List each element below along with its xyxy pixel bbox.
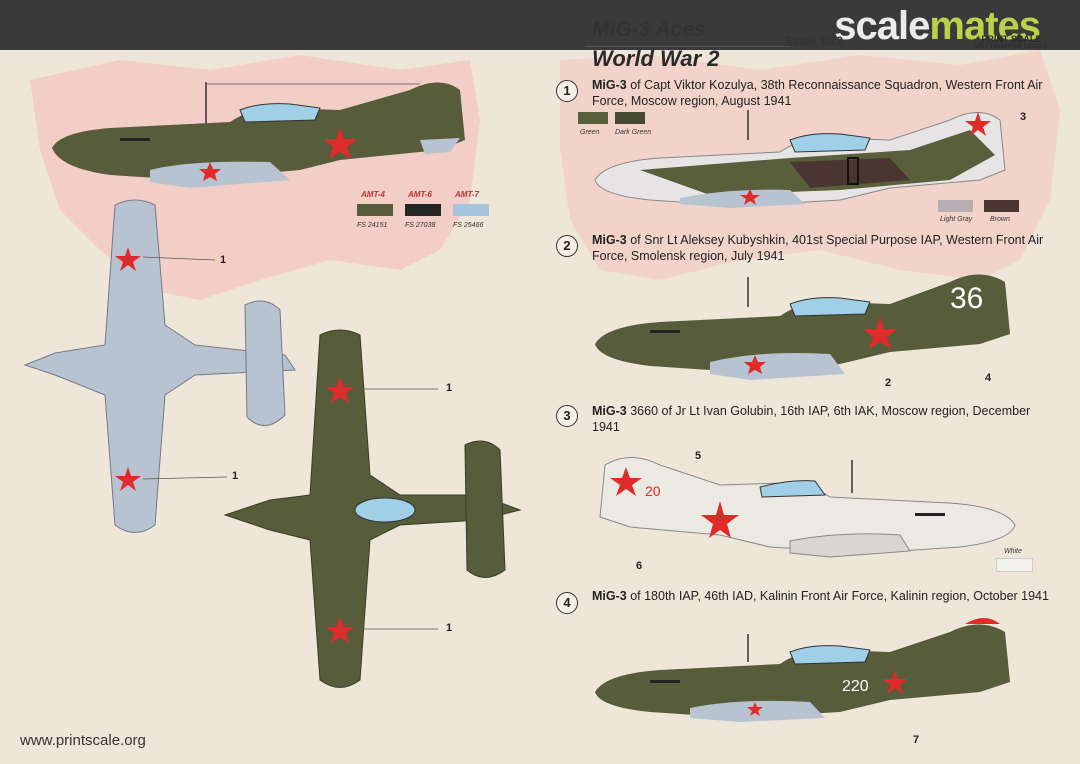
red-star [323, 127, 357, 159]
swatch-label-dark-green: Dark Green [615, 129, 652, 136]
profile-type-3: MiG-3 [592, 404, 627, 418]
red-star [199, 162, 221, 181]
profile-desc-2: MiG-3 of Snr Lt Aleksey Kubyshkin, 401st… [592, 232, 1052, 264]
profile-4-aircraft [595, 618, 1010, 722]
underside-plan-view [23, 199, 296, 533]
profile-badge-3: 3 [556, 405, 578, 427]
red-star [747, 702, 763, 716]
left-side-profile [52, 82, 465, 188]
profile-text-1: of Capt Viktor Kozulya, 38th Reconnaissa… [592, 78, 1043, 108]
chip-fs-3: FS 25466 [453, 222, 484, 229]
brand-part2: mates [929, 4, 1041, 48]
chip-fs-1: FS 24151 [357, 222, 388, 229]
sheet-subtitle: World War 2 [592, 46, 720, 71]
website-link[interactable]: www.printscale.org [20, 732, 146, 749]
swatch-label-light-gray: Light Gray [940, 216, 973, 223]
swatch-green [578, 112, 608, 124]
chip-name-1: AMT-4 [361, 190, 385, 199]
profile-type-4: MiG-3 [592, 589, 627, 603]
chip-fs-2: FS 27038 [405, 222, 436, 229]
profile-text-2: of Snr Lt Aleksey Kubyshkin, 401st Speci… [592, 233, 1044, 263]
red-star [610, 467, 642, 496]
scalemates-logo[interactable]: scalemates [834, 4, 1041, 49]
profile-1-aircraft [594, 110, 1006, 208]
paint-chips: AMT-4 AMT-6 AMT-7 FS 24151 FS 27038 FS 2… [355, 190, 495, 240]
top-plan-view [223, 329, 522, 688]
profile-desc-3: MiG-3 3660 of Jr Lt Ivan Golubin, 16th I… [592, 403, 1052, 435]
red-star [863, 317, 897, 349]
red-star [740, 189, 760, 205]
callout-plan-3: 1 [446, 382, 453, 394]
profile-badge-2: 2 [556, 235, 578, 257]
profile-text-3: 3660 of Jr Lt Ivan Golubin, 16th IAP, 6t… [592, 404, 1031, 434]
scale-label: Scale 1/72 [785, 34, 844, 48]
red-star [882, 670, 908, 694]
callout-4: 4 [985, 372, 992, 384]
callout-plan-4: 1 [446, 622, 453, 634]
red-star [701, 501, 739, 538]
red-star [326, 377, 354, 403]
profile-desc-1: MiG-3 of Capt Viktor Kozulya, 38th Recon… [592, 77, 1052, 109]
brand-part1: scale [834, 4, 930, 48]
tail-code-36: 36 [950, 282, 984, 315]
chip-name-2: AMT-6 [408, 190, 432, 199]
top-bar [0, 0, 1080, 50]
sheet-title: MiG-3 Aces [592, 18, 706, 41]
swatch-label-brown: Brown [990, 216, 1010, 223]
swatch-white [996, 558, 1033, 572]
profile-badge-4: 4 [556, 592, 578, 614]
chip-amt4 [357, 204, 393, 216]
callout-5: 5 [695, 450, 702, 462]
swatch-label-green: Green [580, 129, 600, 136]
red-star [115, 247, 141, 271]
chip-amt6 [405, 204, 441, 216]
profile-type-1: MiG-3 [592, 78, 627, 92]
callout-plan-1: 1 [220, 254, 227, 266]
swatch-light-gray [938, 200, 973, 212]
tail-code-220: 220 [842, 678, 869, 695]
profile-3-aircraft [599, 457, 1016, 558]
chip-name-3: AMT-7 [455, 190, 479, 199]
profile-text-4: of 180th IAP, 46th IAD, Kalinin Front Ai… [626, 589, 1049, 603]
profile-type-2: MiG-3 [592, 233, 627, 247]
callout-6: 6 [636, 560, 643, 572]
callout-7: 7 [913, 734, 920, 746]
chip-amt7 [453, 204, 489, 216]
swatch-dark-green [615, 112, 645, 124]
callout-2: 2 [885, 377, 892, 389]
swatch-label-white: White [1004, 548, 1022, 555]
profile-badge-1: 1 [556, 80, 578, 102]
red-star [326, 617, 354, 643]
red-star [115, 467, 141, 491]
red-star [965, 112, 991, 136]
publisher-sub: WET TRANSFER DECALS [975, 44, 1048, 50]
callout-plan-2: 1 [232, 470, 239, 482]
title-underline [585, 46, 790, 47]
swatch-brown [984, 200, 1019, 212]
red-star [744, 355, 766, 374]
tail-code-20: 20 [645, 483, 661, 499]
publisher-name: PRINT SCALE [981, 34, 1042, 44]
profile-desc-4: MiG-3 of 180th IAP, 46th IAD, Kalinin Fr… [592, 588, 1052, 604]
callout-3: 3 [1020, 111, 1027, 123]
profile-2-aircraft [595, 274, 1010, 380]
